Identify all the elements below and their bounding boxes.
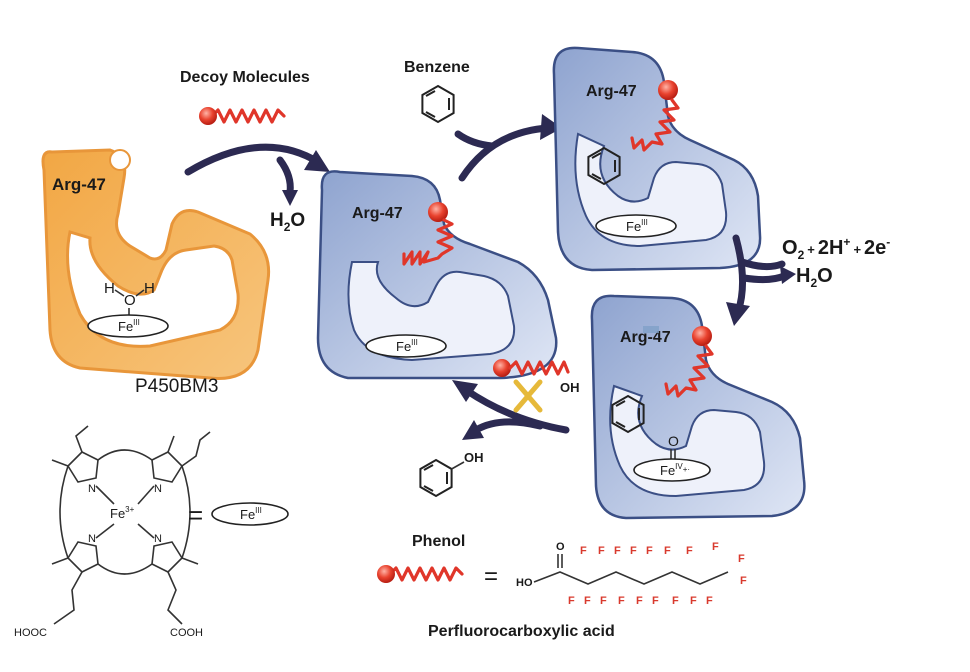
substrate-binding-arrow <box>454 114 562 182</box>
fe-label: FeIII <box>118 318 140 334</box>
binding-arrow <box>184 143 330 206</box>
enzyme-decoy-bound: Arg-47 FeIII <box>316 170 558 380</box>
cooh-label: COOH <box>170 627 203 639</box>
heme-fe3-icon <box>595 214 677 238</box>
phenol-icon <box>419 459 465 497</box>
arg47-label: Arg-47 <box>52 175 106 194</box>
svg-text:F: F <box>740 575 747 587</box>
porphyrin-structure-icon: N N N N Fe3+ HOOC COOH <box>14 425 211 639</box>
p450-label: P450BM3 <box>135 376 218 397</box>
svg-text:O: O <box>556 541 565 553</box>
equals-sign-2: = <box>484 563 498 590</box>
svg-text:F: F <box>646 545 653 557</box>
aqua-h2: H <box>144 280 155 297</box>
svg-text:F: F <box>690 595 697 607</box>
svg-text:F: F <box>686 545 693 557</box>
benzene-label: Benzene <box>404 59 470 76</box>
water-release-label: H2O <box>270 210 305 234</box>
benzene-ring-icon <box>421 85 455 123</box>
svg-text:F: F <box>664 545 671 557</box>
svg-text:F: F <box>618 595 625 607</box>
decoy-molecule-icon <box>197 105 286 127</box>
svg-text:F: F <box>598 545 605 557</box>
pfca-label: Perfluorocarboxylic acid <box>428 623 615 640</box>
svg-text:F: F <box>614 545 621 557</box>
released-decoy-acid: OH <box>493 359 580 395</box>
svg-text:F: F <box>706 595 713 607</box>
svg-text:F: F <box>600 595 607 607</box>
fe-label: FeIII <box>240 506 262 522</box>
fe-label: FeIII <box>396 338 418 354</box>
p450-shape <box>41 148 271 380</box>
svg-text:N: N <box>88 483 96 495</box>
fe-iv-label: FeIV+· <box>660 462 690 478</box>
blocked-cross-icon <box>513 379 543 413</box>
svg-text:HO: HO <box>516 577 533 589</box>
svg-text:F: F <box>568 595 575 607</box>
equals-sign: = <box>188 500 203 530</box>
enzyme-compound-i: Arg-47 O FeIV+· <box>590 294 806 520</box>
water-product-label: H2O <box>796 265 833 290</box>
heme-fe4-icon <box>633 458 711 482</box>
heme-fe3-icon <box>365 334 447 358</box>
phenol-label: Phenol <box>412 533 465 550</box>
arg47-label: Arg-47 <box>586 83 637 100</box>
svg-text:N: N <box>154 483 162 495</box>
svg-text:F: F <box>672 595 679 607</box>
svg-text:N: N <box>88 533 96 545</box>
svg-text:F: F <box>652 595 659 607</box>
svg-text:N: N <box>154 533 162 545</box>
hooc-label: HOOC <box>14 627 47 639</box>
porphyrin-fe-label: Fe3+ <box>110 505 135 521</box>
aqua-o: O <box>124 292 136 309</box>
svg-text:F: F <box>584 595 591 607</box>
svg-text:F: F <box>738 553 745 565</box>
aqua-h1: H <box>104 280 115 297</box>
decoy-legend-icon <box>375 563 464 585</box>
fe-label: FeIII <box>626 218 648 234</box>
acid-oh-label: OH <box>560 380 580 395</box>
svg-text:F: F <box>630 545 637 557</box>
svg-text:F: F <box>712 541 719 553</box>
hydroxylation-return-arrow <box>452 380 570 440</box>
enzyme-substrate-bound: Arg-47 FeIII <box>552 46 762 272</box>
phenol-oh-label: OH <box>464 450 484 465</box>
heme-fe3-icon <box>87 314 169 338</box>
cofactors-label: O2+2H++2e- <box>782 235 890 262</box>
svg-text:F: F <box>636 595 643 607</box>
svg-text:F: F <box>580 545 587 557</box>
heme-fe3-legend-icon <box>211 502 289 526</box>
oxo-label: O <box>668 433 679 449</box>
arg47-label: Arg-47 <box>620 329 671 346</box>
decoy-molecules-label: Decoy Molecules <box>180 69 310 86</box>
arg47-label: Arg-47 <box>352 205 403 222</box>
oxygen-activation-arrow <box>726 234 796 326</box>
p450-resting-enzyme: Arg-47 H O H FeIII P450BM3 <box>41 148 271 397</box>
